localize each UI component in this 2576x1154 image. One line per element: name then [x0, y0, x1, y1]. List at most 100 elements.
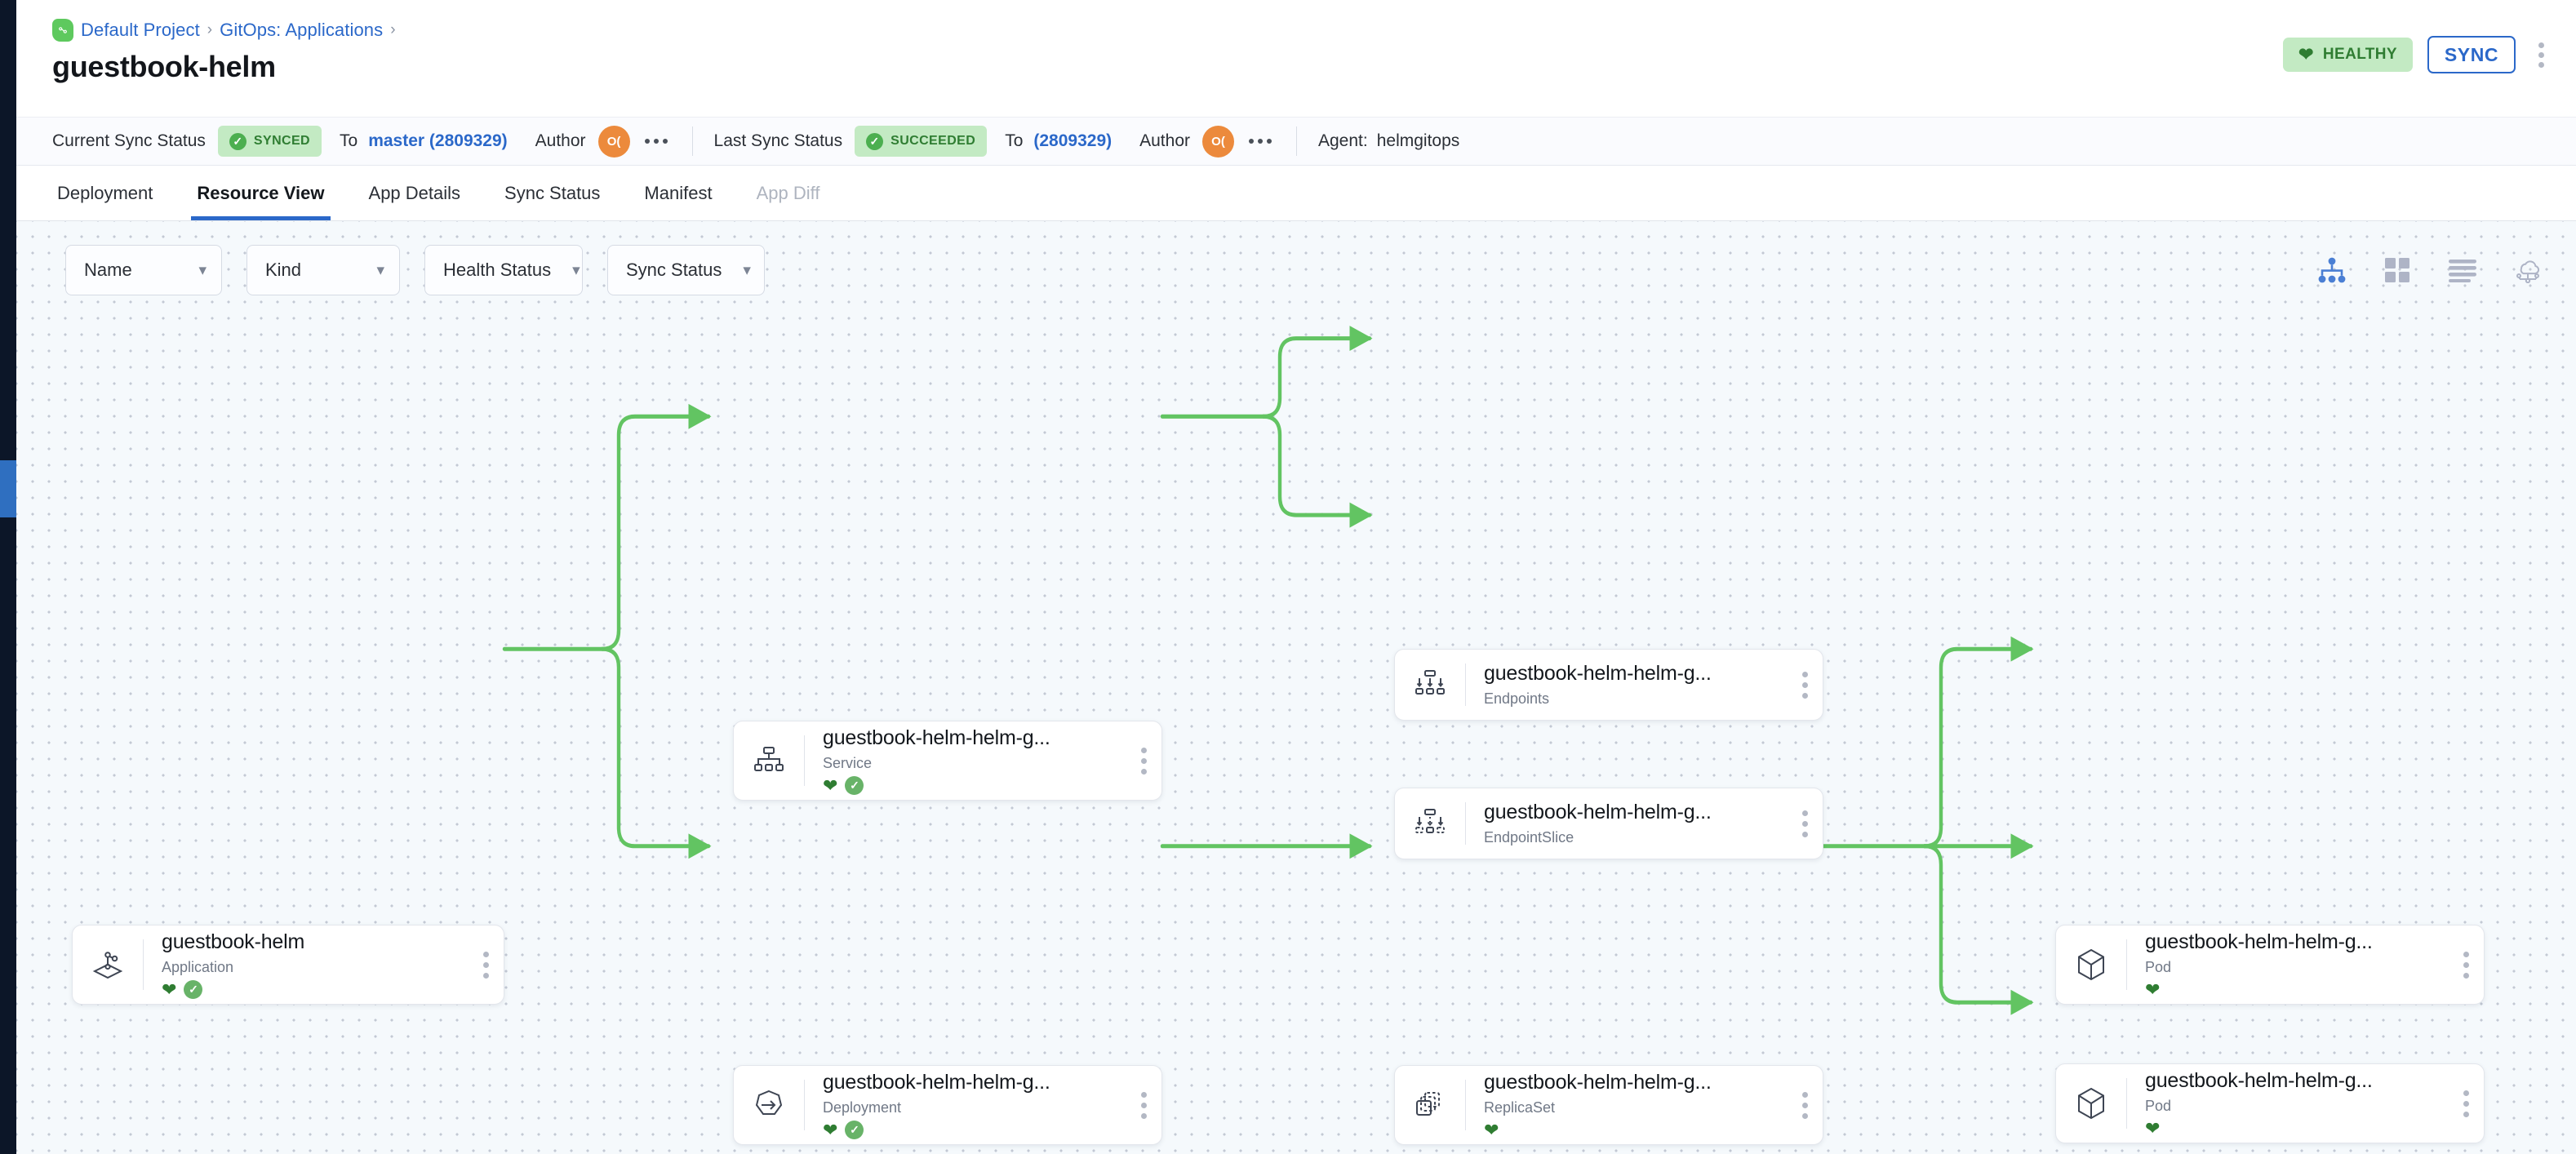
agent-label: Agent: [1318, 131, 1368, 150]
status-badge-healthy: ❤ HEALTHY [2283, 38, 2413, 72]
last-sync-status-label: Last Sync Status [713, 131, 843, 150]
node-name: guestbook-helm-helm-g... [2145, 930, 2373, 953]
graph-node-application[interactable]: guestbook-helm Application ❤ ✓ [72, 925, 504, 1005]
argo-cd-logo-icon [52, 19, 73, 42]
graph-node-deployment[interactable]: guestbook-helm-helm-g... Deployment ❤ ✓ [733, 1065, 1162, 1145]
node-kebab-menu-icon[interactable] [468, 951, 504, 979]
node-kind: Deployment [823, 1099, 902, 1116]
left-nav-rail[interactable] [0, 0, 16, 1154]
node-name: guestbook-helm [162, 930, 305, 953]
heart-icon: ❤ [162, 979, 177, 1000]
node-kebab-menu-icon[interactable] [1787, 671, 1823, 699]
agent-info: Agent: helmgitops [1318, 131, 1459, 151]
graph-node-pod-2[interactable]: guestbook-helm-helm-g... Pod ❤ [2055, 1063, 2485, 1143]
node-kind: Pod [2145, 1097, 2172, 1114]
node-name: guestbook-helm-helm-g... [1484, 1070, 1712, 1094]
current-sync-status-badge-label: SYNCED [253, 134, 311, 148]
heart-icon: ❤ [1484, 1119, 1499, 1140]
last-revision-link[interactable]: (2809329) [1033, 131, 1113, 150]
check-circle-icon: ✓ [866, 132, 884, 150]
node-kebab-menu-icon[interactable] [1787, 1091, 1823, 1119]
filter-sync-status-select[interactable]: Sync Status ▾ [607, 245, 765, 295]
heart-icon: ❤ [823, 1119, 838, 1140]
chevron-down-icon: ▾ [743, 261, 751, 279]
node-kebab-menu-icon[interactable] [1787, 810, 1823, 837]
graph-node-pod-1[interactable]: guestbook-helm-helm-g... Pod ❤ [2055, 925, 2485, 1005]
node-status-badges: ❤ ✓ [823, 776, 1126, 796]
graph-node-replicaset[interactable]: guestbook-helm-helm-g... ReplicaSet ❤ [1394, 1065, 1823, 1145]
check-circle-icon: ✓ [229, 132, 246, 150]
health-badge-label: HEALTHY [2322, 46, 2397, 63]
node-name: guestbook-helm-helm-g... [823, 726, 1050, 749]
graph-node-endpoints[interactable]: guestbook-helm-helm-g... Endpoints [1394, 649, 1823, 721]
kebab-menu-icon[interactable] [2530, 38, 2552, 72]
filter-kind-select[interactable]: Kind ▾ [246, 245, 400, 295]
divider [804, 735, 805, 786]
left-rail-active-indicator [0, 460, 16, 517]
view-mode-toolbar [2316, 241, 2543, 300]
node-body: guestbook-helm-helm-g... Deployment ❤ ✓ [805, 1071, 1126, 1140]
breadcrumb-item-default-project[interactable]: Default Project [81, 20, 200, 40]
node-status-badges: ❤ [2145, 1119, 2448, 1138]
divider [1465, 664, 1466, 706]
avatar: O( [597, 125, 630, 158]
current-to-label: To [340, 131, 358, 150]
divider [1465, 802, 1466, 845]
filter-health-label: Health Status [443, 260, 552, 280]
tab-app-diff: App Diff [756, 182, 820, 203]
node-status-badges: ❤ [2145, 980, 2448, 1000]
graph-edges [502, 326, 2034, 1015]
tab-resource-view[interactable]: Resource View [175, 166, 346, 220]
check-circle-icon: ✓ [845, 1121, 864, 1139]
node-kebab-menu-icon[interactable] [2448, 951, 2484, 979]
graph-node-service[interactable]: guestbook-helm-helm-g... Service ❤ ✓ [733, 721, 1162, 801]
tab-manifest[interactable]: Manifest [644, 182, 713, 203]
current-author-label: Author [535, 131, 586, 150]
page-header: Default Project › GitOps: Applications ›… [16, 0, 2576, 117]
filter-name-select[interactable]: Name ▾ [65, 245, 222, 295]
network-topology-icon[interactable] [2512, 255, 2543, 286]
tab-app-details[interactable]: App Details [368, 182, 461, 203]
node-kind: Service [823, 754, 873, 771]
node-kebab-menu-icon[interactable] [1126, 747, 1161, 775]
node-body: guestbook-helm-helm-g... ReplicaSet ❤ [1466, 1071, 1787, 1140]
check-circle-icon: ✓ [184, 980, 203, 999]
node-name: guestbook-helm-helm-g... [2145, 1068, 2373, 1092]
divider [1296, 126, 1297, 156]
node-body: guestbook-helm-helm-g... Pod ❤ [2127, 1069, 2448, 1138]
chevron-down-icon: ▾ [198, 261, 207, 279]
ellipsis-icon[interactable] [642, 126, 671, 156]
breadcrumb-item-gitops-applications[interactable]: GitOps: Applications [220, 20, 384, 40]
main-column: Default Project › GitOps: Applications ›… [16, 0, 2576, 1154]
last-to-label: To [1005, 131, 1024, 150]
filter-name-label: Name [84, 260, 132, 280]
tab-bar: Deployment Resource View App Details Syn… [16, 166, 2576, 221]
breadcrumb: Default Project › GitOps: Applications › [52, 18, 2576, 42]
agent-value: helmgitops [1376, 131, 1460, 150]
ellipsis-icon[interactable] [1246, 126, 1275, 156]
breadcrumb-separator: › [207, 21, 213, 38]
pod-icon [2056, 947, 2126, 983]
service-icon [734, 744, 804, 777]
heart-icon: ❤ [2145, 1117, 2161, 1138]
tree-view-icon[interactable] [2316, 255, 2347, 286]
node-kebab-menu-icon[interactable] [2448, 1090, 2484, 1117]
divider [1465, 1080, 1466, 1130]
divider [804, 1080, 805, 1130]
resource-graph-canvas[interactable]: Name ▾ Kind ▾ Health Status ▾ Sync Statu… [16, 221, 2576, 1154]
tab-sync-status[interactable]: Sync Status [504, 182, 601, 203]
current-revision-link[interactable]: master (2809329) [368, 131, 508, 150]
node-kebab-menu-icon[interactable] [1126, 1091, 1161, 1119]
replicaset-icon [1395, 1087, 1465, 1123]
filter-health-status-select[interactable]: Health Status ▾ [424, 245, 583, 295]
list-view-icon[interactable] [2447, 255, 2478, 286]
last-author-label: Author [1139, 131, 1190, 150]
grid-view-icon[interactable] [2382, 255, 2413, 286]
current-sync-status-label: Current Sync Status [52, 131, 206, 150]
sync-button[interactable]: SYNC [2427, 36, 2516, 73]
filter-kind-label: Kind [265, 260, 302, 280]
graph-node-endpointslice[interactable]: guestbook-helm-helm-g... EndpointSlice [1394, 788, 1823, 859]
current-sync-status-badge: ✓ SYNCED [217, 126, 322, 157]
tab-deployment[interactable]: Deployment [57, 182, 153, 203]
heart-icon: ❤ [2145, 979, 2161, 1000]
